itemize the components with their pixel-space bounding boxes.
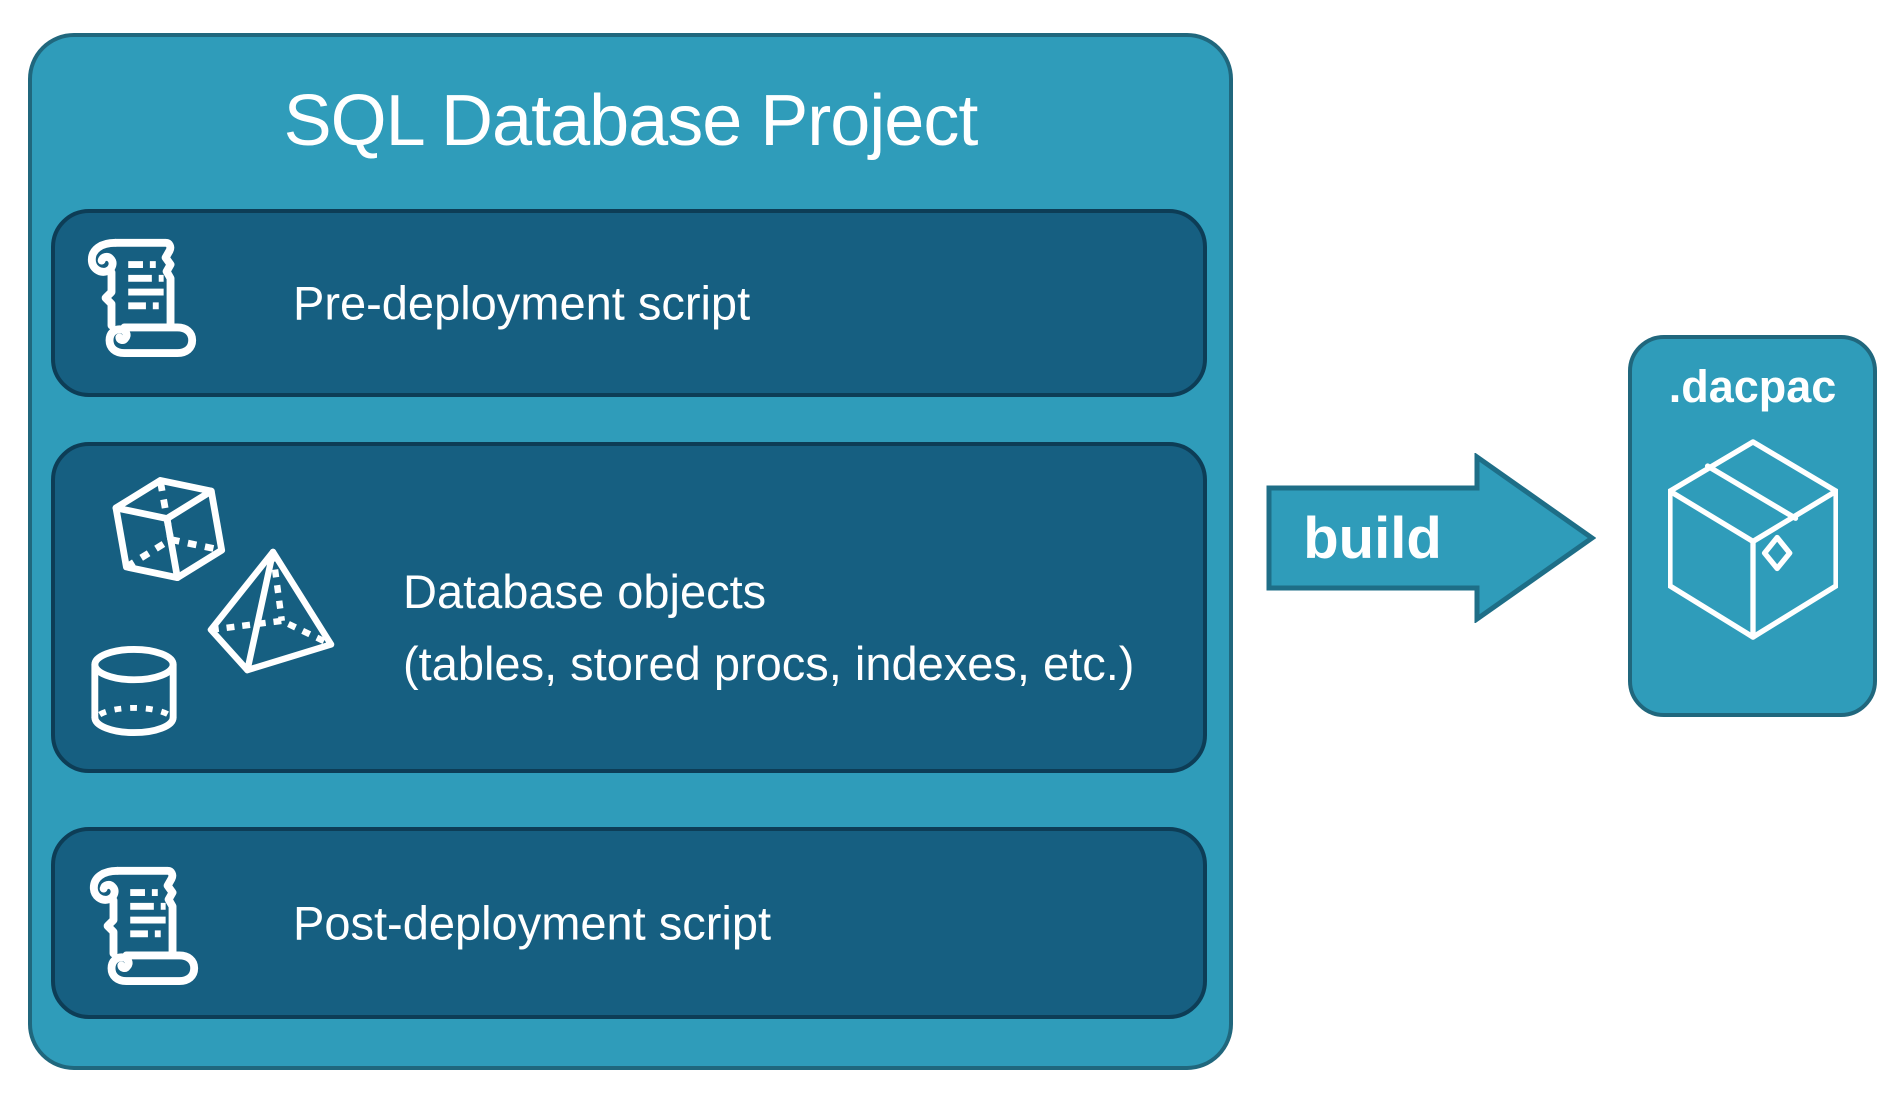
scroll-icon <box>87 238 197 357</box>
post-deployment-script-box: Post-deployment script <box>51 827 1207 1019</box>
pre-deployment-script-box: Pre-deployment script <box>51 209 1207 397</box>
cube-icon <box>112 477 226 582</box>
dacpac-title: .dacpac <box>1668 361 1837 412</box>
sql-database-project-box: SQL Database Project Pre-deployme <box>28 33 1233 1070</box>
scroll-icon <box>89 866 199 985</box>
pyramid-icon <box>207 548 335 674</box>
post-deployment-label: Post-deployment script <box>293 896 772 950</box>
database-objects-line2: (tables, stored procs, indexes, etc.) <box>403 637 1135 690</box>
build-arrow-icon <box>1266 453 1596 623</box>
project-title: SQL Database Project <box>283 81 979 161</box>
database-objects-box: Database objects (tables, stored procs, … <box>51 442 1207 773</box>
build-arrow-label: build <box>1303 505 1442 571</box>
package-icon <box>1667 439 1838 640</box>
database-objects-label: Database objects (tables, stored procs, … <box>403 556 1134 700</box>
dacpac-box: .dacpac <box>1628 335 1877 717</box>
pre-deployment-label: Pre-deployment script <box>293 276 751 330</box>
cylinder-icon <box>91 645 177 737</box>
database-objects-line1: Database objects <box>403 565 767 618</box>
